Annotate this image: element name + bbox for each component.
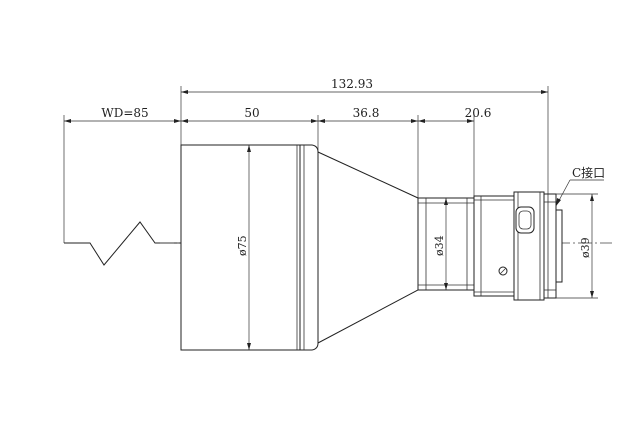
label-rear-section: 20.6 (465, 106, 492, 120)
dimension-overall: 132.93 (180, 77, 549, 195)
arrow-d75-bottom (247, 343, 251, 350)
label-mount: C接口 (572, 165, 605, 180)
diameter-rear: ø39 (556, 193, 598, 299)
label-working-distance: WD=85 (101, 106, 148, 120)
set-screw-slot (499, 267, 507, 275)
arrow-cone-left (318, 119, 325, 123)
leader-arrow (556, 198, 561, 206)
dimension-chain: WD=85 50 36.8 20.6 (63, 106, 492, 243)
arrow-front-right (311, 119, 318, 123)
lock-screw-slot (515, 206, 535, 234)
c-mount-flange (543, 193, 557, 299)
mount-callout: C接口 (555, 165, 605, 207)
lock-screw-inner (518, 210, 532, 230)
label-diameter-mid: ø34 (433, 235, 446, 256)
label-diameter-front: ø75 (236, 235, 249, 256)
label-diameter-rear: ø39 (579, 237, 592, 258)
arrow-front-left (181, 119, 188, 123)
arrow-rear-right (467, 119, 474, 123)
lens-body (180, 144, 563, 351)
arrow-wd-right (174, 119, 181, 123)
front-ring (299, 144, 319, 351)
rear-barrel (473, 195, 515, 297)
arrow-d39-bottom (590, 291, 594, 298)
arrow-left (181, 90, 188, 94)
c-mount-thread (555, 209, 563, 283)
arrow-wd-left (64, 119, 71, 123)
front-barrel (180, 144, 301, 351)
wd-break-line (64, 221, 181, 266)
label-cone-section: 36.8 (353, 106, 380, 120)
cone-section (317, 151, 419, 344)
diameter-mid: ø34 (433, 198, 448, 290)
label-overall-length: 132.93 (331, 77, 373, 91)
arrow-rear-left (418, 119, 425, 123)
arrow-d75-top (247, 145, 251, 152)
arrow-d34-bottom (444, 283, 448, 290)
arrow-right (541, 90, 548, 94)
label-front-section: 50 (244, 106, 259, 120)
diameter-front: ø75 (236, 145, 251, 350)
arrow-d34-top (444, 198, 448, 205)
arrow-cone-right (411, 119, 418, 123)
arrow-d39-top (590, 194, 594, 201)
